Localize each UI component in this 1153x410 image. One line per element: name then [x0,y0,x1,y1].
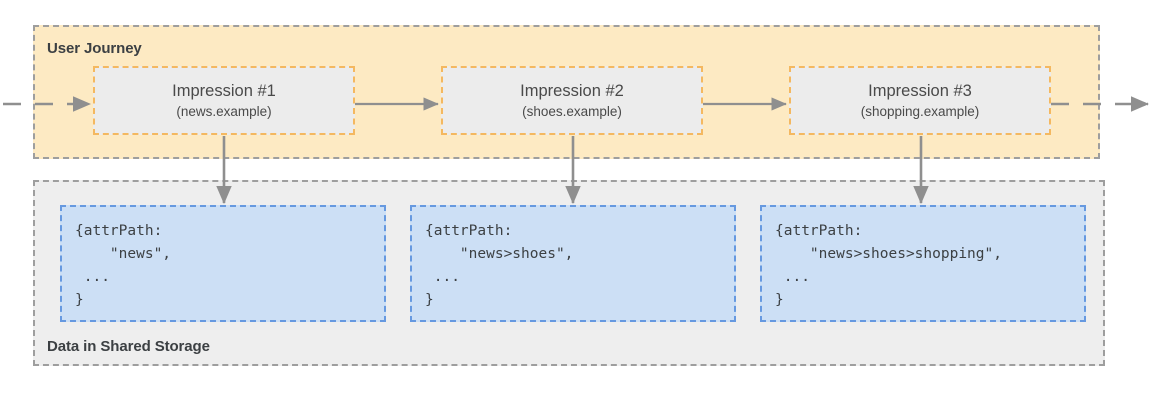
impression-title-1: Impression #1 [172,81,276,100]
attr-path-code-2: {attrPath: "news>shoes", ... } [425,223,574,308]
impression-box-3: Impression #3 (shopping.example) [789,66,1051,135]
impression-site-1: (news.example) [176,103,272,119]
attr-path-code-3: {attrPath: "news>shoes>shopping", ... } [775,223,1002,308]
user-journey-label: User Journey [47,40,142,57]
shared-storage-record-1: {attrPath: "news", ... } [60,205,386,322]
impression-title-3: Impression #3 [868,81,972,100]
impression-title-2: Impression #2 [520,81,624,100]
impression-site-2: (shoes.example) [522,103,622,119]
attr-path-code-1: {attrPath: "news", ... } [75,223,172,308]
impression-site-3: (shopping.example) [860,103,980,119]
shared-storage-record-2: {attrPath: "news>shoes", ... } [410,205,736,322]
shared-storage-label: Data in Shared Storage [47,338,210,355]
shared-storage-record-3: {attrPath: "news>shoes>shopping", ... } [760,205,1086,322]
impression-box-1: Impression #1 (news.example) [93,66,355,135]
impression-box-2: Impression #2 (shoes.example) [441,66,703,135]
